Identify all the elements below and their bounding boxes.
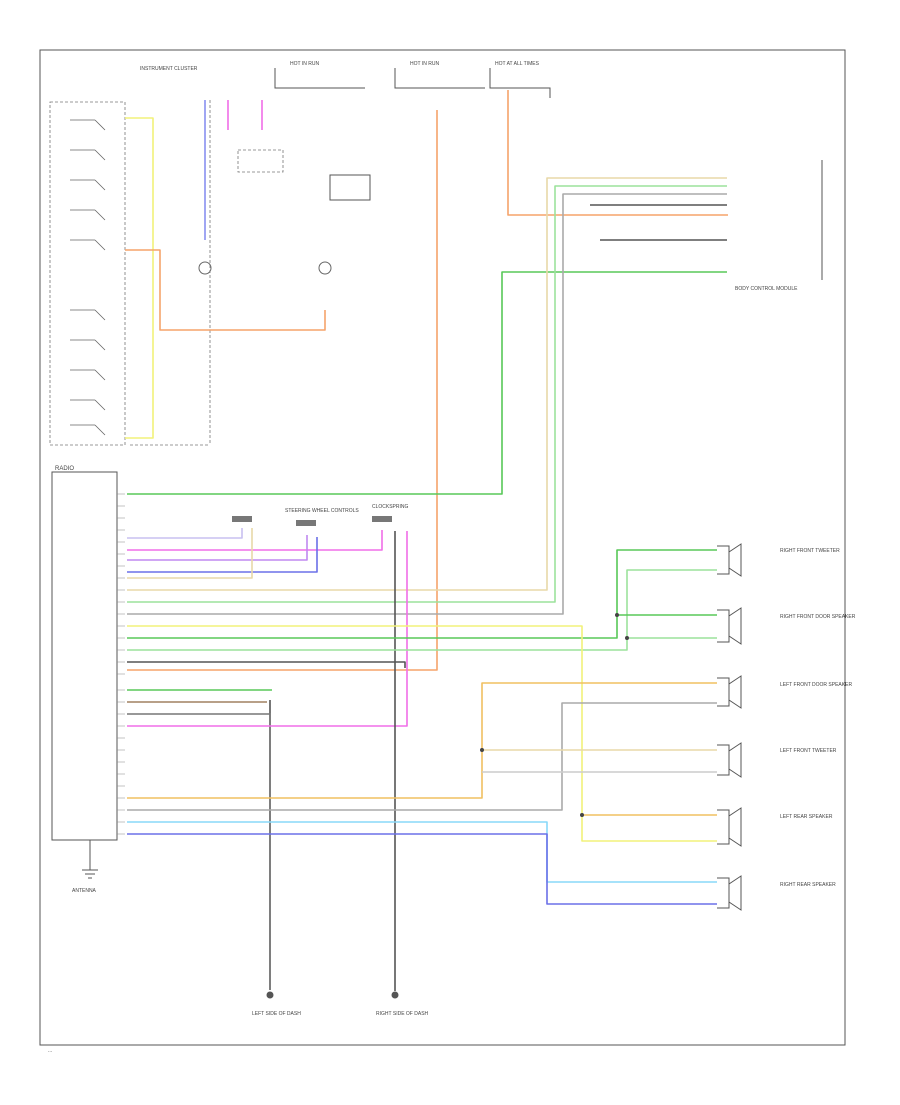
cluster-ground-line (130, 100, 211, 446)
wire-ltblue-rr (127, 821, 717, 883)
clockspring-label: CLOCKSPRING (372, 504, 409, 510)
left-front-door-label: LEFT FRONT DOOR SPEAKER (780, 682, 852, 688)
wire-purple-steer (127, 535, 308, 561)
wire-orange-bat (507, 90, 728, 216)
left-rear-speaker-label: LEFT REAR SPEAKER (780, 814, 833, 820)
wire-green-bus (127, 185, 727, 603)
hot-run-mid-bracket (394, 68, 485, 89)
steering-connector-icon (232, 516, 392, 526)
wire-pink-cluster (227, 100, 263, 130)
wire-tan-steer (127, 528, 253, 579)
hot-run-left-label: HOT IN RUN (290, 61, 319, 67)
wire-gold-lf-door (127, 682, 717, 799)
right-rear-speaker-label: RIGHT REAR SPEAKER (780, 882, 836, 888)
wire-lav-steer (127, 528, 243, 539)
ground-icon (266, 991, 399, 999)
wire-tan-bus (127, 177, 727, 591)
hot-run-mid-label: HOT IN RUN (410, 61, 439, 67)
steering-switch-label: STEERING WHEEL CONTROLS (285, 508, 359, 514)
wire-yellow-lf (127, 625, 717, 842)
antenna-label: ANTENNA (72, 888, 97, 894)
hot-at-all-bracket (489, 68, 551, 98)
speaker-icon (717, 543, 742, 911)
wire-pink-ground-right (127, 531, 408, 727)
right-front-tweeter-label: RIGHT FRONT TWEETER (780, 548, 840, 554)
radio-module-label: RADIO (55, 466, 74, 472)
wire-dkgray-ground-left (127, 661, 406, 990)
data-link-box (237, 149, 284, 173)
wire-green-datalink (127, 271, 727, 495)
lamp-icon (198, 261, 332, 275)
hot-at-all-label: HOT AT ALL TIMES (495, 61, 540, 67)
wire-gray-lf-door (127, 702, 717, 811)
body-module-label: BODY CONTROL MODULE (735, 286, 798, 292)
wire-pink-steer (127, 530, 383, 551)
ground-left-label: LEFT SIDE OF DASH (252, 1011, 301, 1017)
antenna-ground-icon (82, 840, 98, 879)
wire-gray-bus (127, 193, 727, 615)
wire-orange-illum (125, 249, 326, 331)
wire-violet-rr (127, 833, 717, 905)
instrument-cluster-label: INSTRUMENT CLUSTER (140, 66, 198, 72)
wire-orange-run (127, 110, 438, 671)
splice-dots (480, 613, 629, 817)
ground-right-label: RIGHT SIDE OF DASH (376, 1011, 429, 1017)
footer-code: ... (48, 1048, 52, 1054)
radio-module (51, 471, 118, 841)
switch-panel (49, 101, 126, 446)
wire-green-rf-tweeter (127, 549, 717, 639)
diagram-frame (39, 49, 846, 1046)
wire-gray-ground-left (127, 713, 271, 990)
radio-pins (117, 493, 125, 835)
right-front-door-label: RIGHT FRONT DOOR SPEAKER (780, 614, 856, 620)
wire-blue-steer (127, 537, 318, 573)
wire-ltgreen-rf-tweeter (127, 569, 717, 651)
switch-panel-contacts (70, 119, 106, 436)
relay-box (329, 174, 371, 201)
left-front-tweeter-label: LEFT FRONT TWEETER (780, 748, 837, 754)
wire-yellow-panel (125, 117, 154, 439)
hot-run-left-bracket (274, 68, 365, 89)
